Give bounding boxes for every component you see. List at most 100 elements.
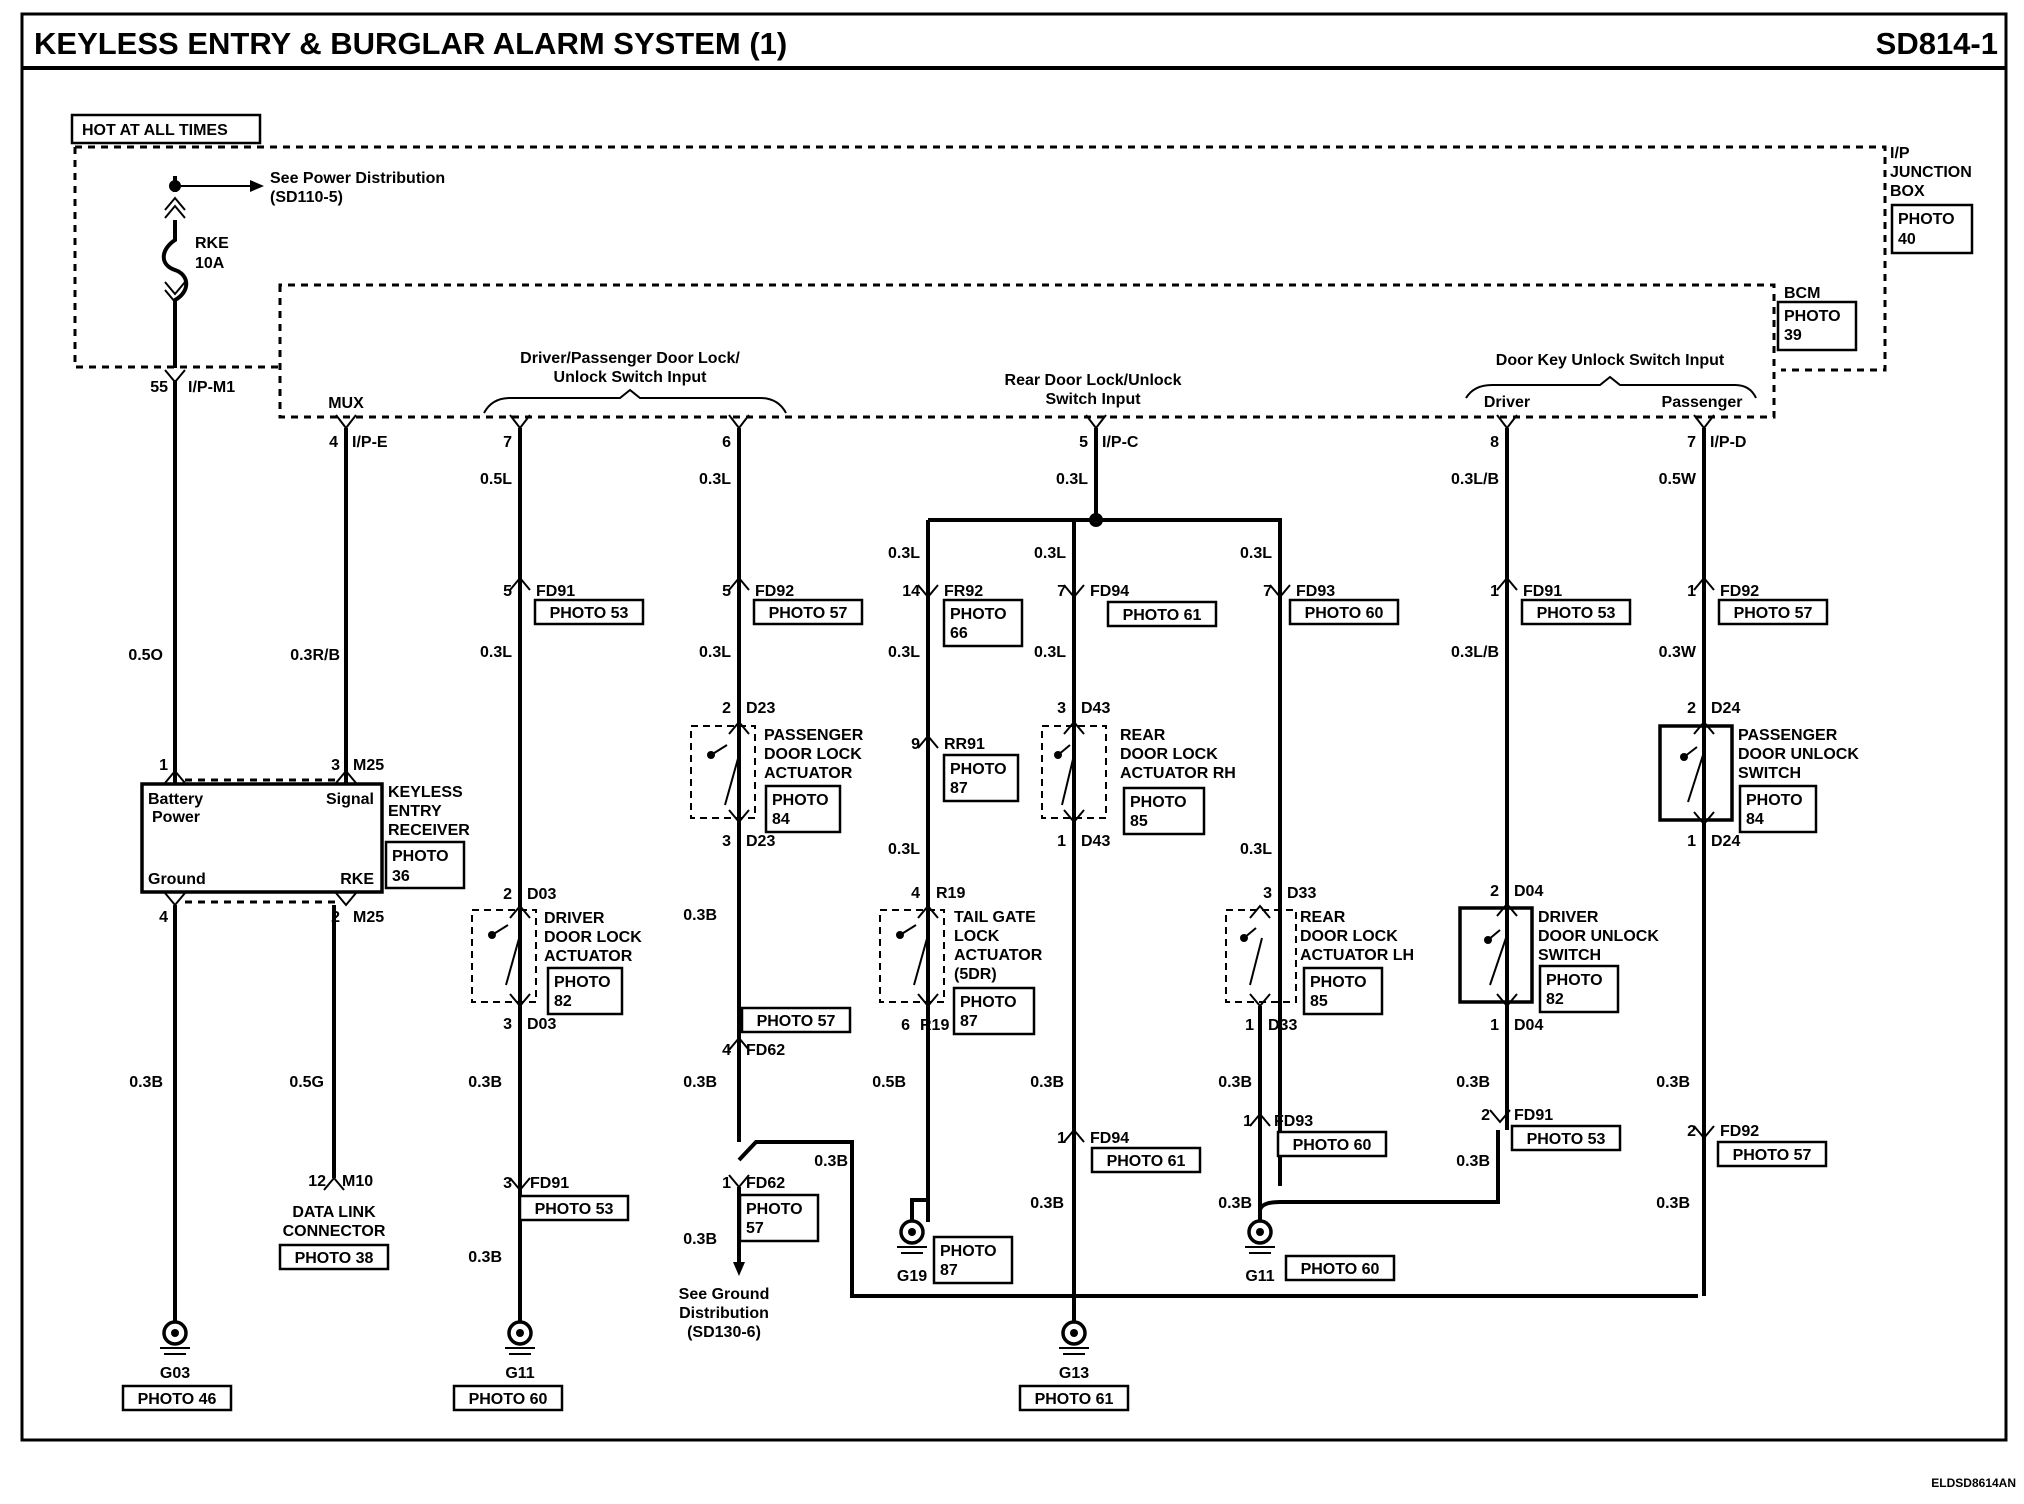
- pin-ipc: I/P-C: [1102, 434, 1139, 451]
- fuse-rating: 10A: [195, 255, 225, 272]
- drv-sw-2: DOOR UNLOCK: [1538, 928, 1659, 945]
- d23-pin-3: 3: [722, 833, 731, 850]
- d23-top: D23: [746, 700, 775, 717]
- wire-03b-f2: 0.3B: [1218, 1195, 1252, 1212]
- wire-03l-rear: 0.3L: [1056, 471, 1088, 488]
- g19-photo-no: 87: [940, 1262, 958, 1279]
- rear-switch-label-2: Switch Input: [1045, 391, 1141, 408]
- pass-act-photo-no: 84: [772, 811, 790, 828]
- rx-photo-label: PHOTO: [392, 848, 449, 865]
- mux-label: MUX: [328, 395, 364, 412]
- rx-pin-1: 1: [159, 757, 168, 774]
- photo57-d: [1716, 1140, 1828, 1168]
- fd62-photo: PHOTO: [746, 1201, 803, 1218]
- wire-03b-f1: 0.3B: [1218, 1074, 1252, 1091]
- rr91-photo-box: [942, 753, 1020, 803]
- rear-rh-2: DOOR LOCK: [1120, 746, 1218, 763]
- fd92-pin-1: 1: [1687, 583, 1696, 600]
- tail-3: ACTUATOR: [954, 947, 1043, 964]
- photo60-b-text: PHOTO 60: [1293, 1137, 1372, 1154]
- pass-act-photo: PHOTO: [772, 792, 829, 809]
- pass-sw-photo: PHOTO: [1746, 792, 1803, 809]
- rr91: RR91: [944, 736, 985, 753]
- d04-pin-2: 2: [1490, 883, 1499, 900]
- photo60-a: [1288, 598, 1400, 626]
- keyless-entry-receiver: Battery Power Signal Ground RKE KEYLESS …: [140, 782, 470, 894]
- rx-photo-box: [384, 840, 466, 890]
- photo53-d: [1510, 1124, 1622, 1152]
- bcm-module: BCM PHOTO 39: [278, 283, 1858, 419]
- pass-act-3: ACTUATOR: [764, 765, 853, 782]
- fd62-a: FD62: [746, 1042, 785, 1059]
- document-code: ELDSD8614AN: [1931, 1476, 2016, 1490]
- tail-gate-lock-actuator: TAIL GATE LOCK ACTUATOR (5DR) PHOTO 87: [879, 904, 1043, 1036]
- rear-lh-2: DOOR LOCK: [1300, 928, 1398, 945]
- wire-03l-c1: 0.3L: [699, 644, 731, 661]
- wire-03w: 0.3W: [1659, 644, 1697, 661]
- fd91-a: FD91: [536, 583, 575, 600]
- wire-03rb: 0.3R/B: [290, 647, 340, 664]
- g03-label: G03: [160, 1365, 190, 1382]
- section-labels: Driver/Passenger Door Lock/ Unlock Switc…: [328, 350, 1757, 414]
- photo53-d-text: PHOTO 53: [1527, 1131, 1606, 1148]
- d43-pin-1: 1: [1057, 833, 1066, 850]
- fr92: FR92: [944, 583, 983, 600]
- d33-pin-1: 1: [1245, 1017, 1254, 1034]
- wire-03l-b1: 0.3L: [480, 644, 512, 661]
- d33-bottom: D33: [1268, 1017, 1297, 1034]
- d33-pin-3: 3: [1263, 885, 1272, 902]
- photo57-c: [1717, 598, 1829, 626]
- pin-ipd: I/P-D: [1710, 434, 1746, 451]
- photo61-b-text: PHOTO 61: [1107, 1153, 1186, 1170]
- fd93-pin-7: 7: [1263, 583, 1272, 600]
- wire-03b-g03: 0.3B: [129, 1074, 163, 1091]
- wire-03b-e2: 0.3B: [1030, 1195, 1064, 1212]
- wire-03l-f2: 0.3L: [1240, 841, 1272, 858]
- drv-act-2: DOOR LOCK: [544, 929, 642, 946]
- ip-photo-box: [1890, 203, 1974, 255]
- bcm-photo-box: [1776, 300, 1858, 352]
- wire-03b-b2: 0.3B: [468, 1249, 502, 1266]
- dlc-photo-box: [278, 1243, 390, 1271]
- wire-03l-e2: 0.3L: [1034, 644, 1066, 661]
- ground-g13: G13 PHOTO 61: [1018, 1294, 1698, 1412]
- d43-pin-3: 3: [1057, 700, 1066, 717]
- d04-top: D04: [1514, 883, 1543, 900]
- g11-b-label: G11: [1245, 1268, 1274, 1285]
- ground-g11-a: G11 PHOTO 60: [452, 1320, 564, 1412]
- photo57-d-text: PHOTO 57: [1733, 1147, 1812, 1164]
- rear-rh-photo-no: 85: [1130, 813, 1148, 830]
- photo57-c-text: PHOTO 57: [1734, 605, 1813, 622]
- drv-sw-3: SWITCH: [1538, 947, 1601, 964]
- pin-8: 8: [1490, 434, 1499, 451]
- pass-act-2: DOOR LOCK: [764, 746, 862, 763]
- pass-act-1: PASSENGER: [764, 727, 864, 744]
- wire-03b-c1: 0.3B: [683, 907, 717, 924]
- bcm-photo-number: 39: [1784, 327, 1802, 344]
- fd62-b: FD62: [746, 1175, 785, 1192]
- photo53-b-text: PHOTO 53: [535, 1201, 614, 1218]
- fd91-pin-2: 2: [1481, 1107, 1490, 1124]
- g11-b-photo: PHOTO 60: [1301, 1261, 1380, 1278]
- power-feed-wire: 0.5O 1: [128, 380, 177, 783]
- dlc-label-1: DATA LINK: [292, 1204, 376, 1221]
- tail-photo: PHOTO: [960, 994, 1017, 1011]
- photo60-a-text: PHOTO 60: [1305, 605, 1384, 622]
- rear-lh-1: REAR: [1300, 909, 1346, 926]
- wire-03b-h1: 0.3B: [1656, 1074, 1690, 1091]
- wire-03b-c4: 0.3B: [683, 1231, 717, 1248]
- fd91-pin-1: 1: [1490, 583, 1499, 600]
- rear-lh-photo: PHOTO: [1310, 974, 1367, 991]
- wire-05o: 0.5O: [128, 647, 163, 664]
- d03-pin-3: 3: [503, 1016, 512, 1033]
- d23-bottom: D23: [746, 833, 775, 850]
- photo61-a-text: PHOTO 61: [1123, 607, 1202, 624]
- d03-top: D03: [527, 886, 556, 903]
- fd92-pin-5: 5: [722, 583, 731, 600]
- g03-photo: PHOTO 46: [138, 1391, 217, 1408]
- drv-act-photo: PHOTO: [554, 974, 611, 991]
- see-ground-1: See Ground: [679, 1286, 770, 1303]
- rx-name-3: RECEIVER: [388, 822, 470, 839]
- rear-rh-3: ACTUATOR RH: [1120, 765, 1236, 782]
- fr92-pin-14: 14: [902, 583, 920, 600]
